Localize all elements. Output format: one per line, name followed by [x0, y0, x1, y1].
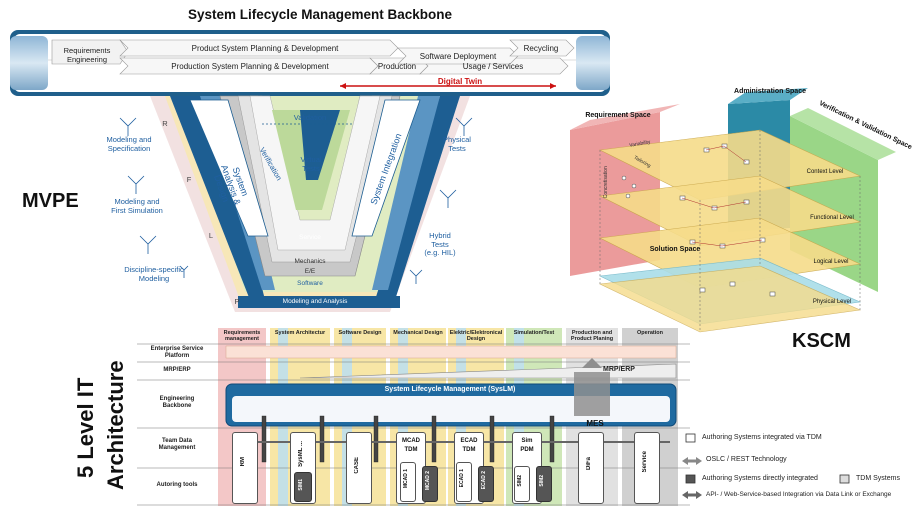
- mvpe-side-icons: [119, 117, 473, 284]
- tool-mcad1: MCAD 1: [400, 462, 416, 502]
- tdm-card-service-label: Service: [642, 451, 648, 473]
- note-hybrid-tests: Hybrid Tests (e.g. HIL): [424, 231, 456, 257]
- digital-twin-label: Digital Twin: [437, 77, 483, 86]
- mvpe-v-model: [150, 95, 470, 312]
- col-mechanical-design: Mechanical Design: [393, 330, 443, 336]
- mrp-erp-box: MRP/ERP: [603, 366, 635, 373]
- tool-sim2-b-label: SIM2: [539, 475, 545, 487]
- physical-level-label: Physical Level: [812, 299, 852, 305]
- row-enterprise: Enterprise Service Platform: [150, 346, 204, 359]
- tool-sim1-label: SIM1: [298, 479, 304, 491]
- kscm-label: KSCM: [792, 330, 851, 352]
- note-modeling-spec: Modeling and Specification: [106, 135, 152, 153]
- tool-sim2-a-label: SIM2: [517, 475, 523, 487]
- layer-software: Software: [297, 280, 323, 287]
- col-system-architecture: System Architectur: [274, 330, 326, 336]
- tdm-card-rm: RM: [232, 432, 258, 504]
- legend-oslc: OSLC / REST Technology: [706, 456, 787, 463]
- phase-software-deployment: Software Deployment: [419, 52, 497, 61]
- legend-authoring-tdm: Authoring Systems integrated via TDM: [702, 434, 822, 441]
- it-arch-label-line1: 5 Level IT: [73, 377, 98, 479]
- tdm-card-service: Service: [634, 432, 660, 504]
- col-production: Production and Product Planing: [570, 330, 614, 342]
- backbone-pipe: [10, 30, 610, 96]
- tdm-card-sysml-label: SysML ...: [298, 441, 304, 467]
- tdm-card-case-label: CASE: [354, 457, 360, 474]
- col-operation: Operation: [637, 330, 663, 336]
- col-software-design: Software Design: [338, 330, 382, 336]
- tdm-card-ecad-label: ECAD TDM: [460, 438, 478, 453]
- it-arch-label-line2: Architecture: [103, 360, 128, 490]
- legend-api: API- / Web-Service-based Integration via…: [706, 491, 892, 498]
- functional-level-label: Functional Level: [810, 215, 854, 221]
- tool-ecad1: ECAD 1: [456, 462, 472, 502]
- col-requirements: Requirements management: [223, 330, 261, 342]
- tdm-card-difa: DiFa: [578, 432, 604, 504]
- phase-requirements: Requirements Engineering: [63, 46, 111, 64]
- backbone-title: System Lifecycle Management Backbone: [187, 7, 453, 22]
- logical-level-label: Logical Level: [813, 259, 849, 265]
- layer-ee: E/E: [304, 268, 316, 275]
- syslm-label: System Lifecycle Management (SysLM): [384, 386, 516, 393]
- axis-concretisation: Concretisation: [602, 166, 609, 199]
- tool-mcad2-label: MCAD 2: [425, 471, 431, 491]
- layer-mechanics: Mechanics: [294, 258, 326, 265]
- requirement-space-label: Requirement Space: [585, 112, 651, 119]
- mes-label: MES: [586, 419, 604, 428]
- tool-sim2-a: SIM2: [514, 466, 530, 502]
- tdm-card-sim-label: Sim PDM: [520, 438, 534, 453]
- tool-mcad1-label: MCAD 1: [403, 469, 409, 489]
- tool-sim2-b: SIM2: [536, 466, 552, 502]
- legend-authoring-direct: Authoring Systems directly integrated: [702, 475, 818, 482]
- tdm-card-difa-label: DiFa: [586, 457, 592, 471]
- layer-service: Service: [299, 234, 321, 241]
- validation-label: Validation: [293, 113, 327, 122]
- phase-recycling: Recycling: [523, 44, 559, 53]
- phase-production: Production: [377, 62, 417, 71]
- note-physical-tests: Physical Tests: [443, 135, 471, 153]
- context-level-label: Context Level: [806, 169, 844, 175]
- phase-product-planning: Product System Planning & Development: [191, 44, 339, 53]
- letter-r: R: [162, 119, 168, 128]
- row-engineering-backbone: Engineering Backbone: [159, 396, 195, 409]
- row-team-data: Team Data Management: [158, 438, 196, 451]
- administration-space-label: Administration Space: [734, 88, 806, 95]
- mvpe-label: MVPE: [22, 190, 79, 212]
- legend-tdm-systems: TDM Systems: [856, 475, 900, 482]
- letter-p: P: [234, 297, 240, 306]
- kscm-cube: [570, 88, 896, 333]
- row-authoring-tools: Autoring tools: [156, 482, 198, 488]
- virtual-tests-label: Virtual Tests: [300, 155, 322, 173]
- phase-production-planning: Production System Planning & Development: [171, 62, 329, 71]
- tool-mcad2: MCAD 2: [422, 466, 438, 502]
- letter-l: L: [208, 231, 214, 240]
- tdm-card-case: CASE: [346, 432, 372, 504]
- solution-space-label: Solution Space: [649, 246, 701, 253]
- tool-ecad1-label: ECAD 1: [459, 469, 465, 488]
- col-ee-design: Elektric/Elektronical Design: [449, 330, 503, 342]
- col-simulation: Simulation/Test: [513, 330, 555, 336]
- tool-sim1: SIM1: [294, 472, 312, 502]
- phase-usage: Usage / Services: [462, 62, 524, 71]
- letter-f: F: [186, 175, 192, 184]
- note-first-simulation: Modeling and First Simulation: [111, 197, 163, 215]
- tool-ecad2: ECAD 2: [478, 466, 494, 502]
- layer-modeling-analysis: Modeling and Analysis: [282, 298, 348, 305]
- tool-ecad2-label: ECAD 2: [481, 471, 487, 490]
- row-mrp-erp: MRP/ERP: [163, 367, 191, 373]
- tdm-card-rm-label: RM: [240, 457, 246, 467]
- note-discipline-modeling: Discipline-specific Modeling: [124, 265, 184, 283]
- tdm-card-mcad-label: MCAD TDM: [402, 438, 420, 453]
